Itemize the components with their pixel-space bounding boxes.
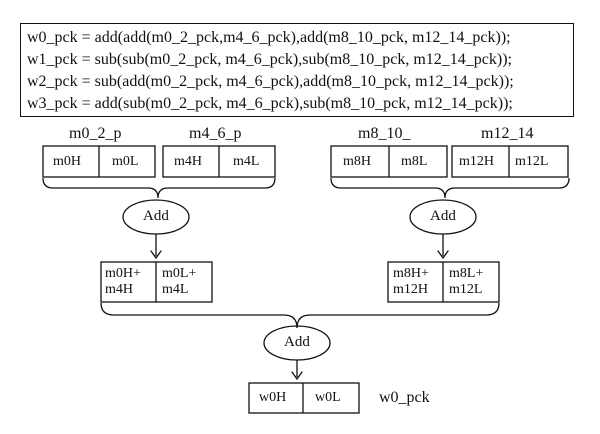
input-label-m4_6: m4_6_p (189, 125, 242, 142)
input-label-m12_14: m12_14 (481, 125, 534, 142)
code-line-w0: w0_pck = add(add(m0_2_pck,m4_6_pck),add(… (27, 29, 511, 46)
intermediate-left-hi-line1: m0H+ (105, 266, 141, 281)
cell-m8H: m8H (343, 154, 371, 169)
brace-left (42, 177, 276, 199)
add-label-final: Add (284, 334, 310, 350)
cell-m4H: m4H (174, 154, 202, 169)
output-label: w0_pck (379, 389, 430, 406)
cell-m12L: m12L (515, 154, 549, 169)
arrowhead-left (150, 250, 162, 260)
code-line-w3: w3_pck = add(sub(m0_2_pck, m4_6_pck),sub… (27, 95, 513, 112)
intermediate-left-hi: m0H+ m4H (105, 266, 141, 298)
code-line-w2: w2_pck = sub(add(m0_2_pck, m4_6_pck),add… (27, 73, 514, 90)
output-box (248, 382, 360, 414)
input-label-m0_2: m0_2_p (69, 125, 122, 142)
cell-w0H: w0H (259, 390, 287, 405)
cell-m12H: m12H (459, 154, 494, 169)
cell-m4L: m4L (233, 154, 260, 169)
cell-m0H: m0H (53, 154, 81, 169)
add-label-right: Add (430, 208, 456, 224)
arrowhead-right (437, 250, 449, 260)
code-line-w1: w1_pck = sub(sub(m0_2_pck, m4_6_pck),sub… (27, 51, 512, 68)
cell-m0L: m0L (112, 154, 139, 169)
intermediate-right-lo: m8L+ m12L (449, 266, 483, 298)
intermediate-left-lo-line1: m0L+ (162, 266, 197, 281)
intermediate-right-hi: m8H+ m12H (393, 266, 429, 298)
cell-w0L: w0L (315, 390, 341, 405)
code-box: w0_pck = add(add(m0_2_pck,m4_6_pck),add(… (20, 23, 574, 117)
intermediate-right-lo-line1: m8L+ (449, 266, 484, 281)
brace-right (330, 177, 570, 199)
intermediate-left-lo: m0L+ m4L (162, 266, 196, 298)
add-label-left: Add (143, 208, 169, 224)
brace-bottom (100, 302, 500, 329)
intermediate-left-hi-line2: m4H (105, 282, 133, 297)
intermediate-right-lo-line2: m12L (449, 282, 483, 297)
input-label-m8_10: m8_10_ (358, 125, 411, 142)
cell-m8L: m8L (401, 154, 428, 169)
intermediate-left-lo-line2: m4L (162, 282, 189, 297)
input-box-m12_14 (451, 145, 569, 178)
intermediate-right-hi-line2: m12H (393, 282, 428, 297)
intermediate-right-hi-line1: m8H+ (393, 266, 429, 281)
arrowhead-final (291, 371, 303, 381)
